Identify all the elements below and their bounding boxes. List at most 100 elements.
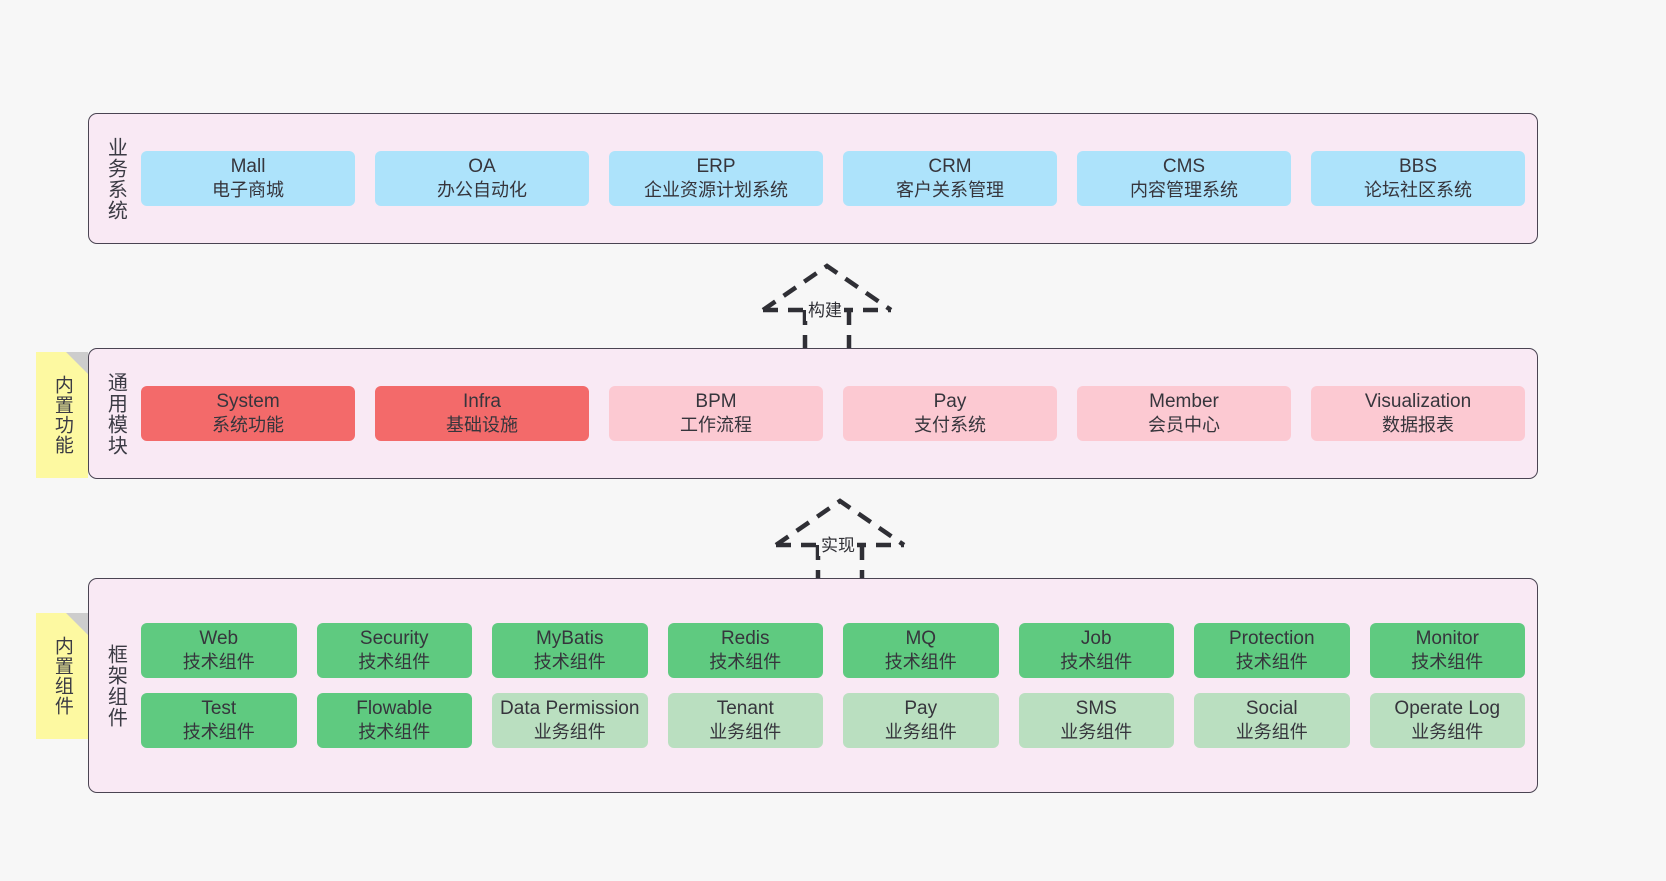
card-subtitle: 业务组件: [709, 721, 782, 742]
layer-title-framework-components: 框架组件: [104, 643, 127, 728]
card-title: System: [216, 391, 280, 413]
card-subtitle: 工作流程: [680, 415, 752, 436]
card-title: Monitor: [1415, 628, 1479, 650]
card-tenant[interactable]: Tenant 业务组件: [667, 693, 823, 748]
layer-body-framework-components: Web 技术组件 Security 技术组件 MyBatis 技术组件 Redi…: [141, 579, 1537, 792]
card-test[interactable]: Test 技术组件: [141, 693, 297, 748]
card-title: Mall: [230, 156, 266, 178]
card-social[interactable]: Social 业务组件: [1194, 693, 1350, 748]
card-subtitle: 内容管理系统: [1130, 180, 1238, 201]
card-title: Infra: [462, 391, 502, 413]
card-subtitle: 系统功能: [212, 415, 284, 436]
card-sms[interactable]: SMS 业务组件: [1018, 693, 1174, 748]
card-oa[interactable]: OA 办公自动化: [375, 151, 589, 206]
card-subtitle: 技术组件: [182, 652, 255, 673]
card-title: Web: [199, 628, 239, 650]
card-title: Tenant: [716, 698, 774, 719]
card-title: Flowable: [356, 698, 433, 719]
card-subtitle: 技术组件: [1235, 652, 1308, 673]
card-cms[interactable]: CMS 内容管理系统: [1077, 151, 1291, 206]
card-title: Test: [201, 698, 237, 719]
card-crm[interactable]: CRM 客户关系管理: [843, 151, 1057, 206]
card-title: Visualization: [1364, 391, 1472, 413]
card-subtitle: 技术组件: [709, 652, 782, 673]
card-bpm[interactable]: BPM 工作流程: [609, 386, 823, 441]
card-flowable[interactable]: Flowable 技术组件: [316, 693, 472, 748]
card-subtitle: 技术组件: [358, 721, 431, 742]
card-mybatis[interactable]: MyBatis 技术组件: [492, 623, 648, 678]
card-bbs[interactable]: BBS 论坛社区系统: [1311, 151, 1525, 206]
card-subtitle: 数据报表: [1382, 415, 1454, 436]
card-subtitle: 支付系统: [914, 415, 986, 436]
sticky-note-builtin-components: 内置组件: [36, 613, 88, 739]
card-row: Test 技术组件 Flowable 技术组件 Data Permission …: [141, 693, 1525, 748]
card-visualization[interactable]: Visualization 数据报表: [1311, 386, 1525, 441]
card-operate-log[interactable]: Operate Log 业务组件: [1369, 693, 1525, 748]
card-title: Pay: [933, 391, 967, 413]
relation-arrow-build: 构建: [755, 258, 905, 348]
card-mq[interactable]: MQ 技术组件: [843, 623, 999, 678]
card-subtitle: 业务组件: [1235, 721, 1308, 742]
card-redis[interactable]: Redis 技术组件: [667, 623, 823, 678]
card-subtitle: 企业资源计划系统: [644, 180, 788, 201]
card-subtitle: 论坛社区系统: [1364, 180, 1472, 201]
card-job[interactable]: Job 技术组件: [1018, 623, 1174, 678]
card-title: OA: [468, 156, 496, 178]
card-pay-business[interactable]: Pay 业务组件: [843, 693, 999, 748]
card-title: Redis: [720, 628, 770, 650]
layer-body-common-modules: System 系统功能 Infra 基础设施 BPM 工作流程 Pay 支付系统…: [141, 349, 1537, 478]
card-subtitle: 技术组件: [1411, 652, 1484, 673]
card-title: BPM: [695, 391, 737, 413]
card-title: Security: [359, 628, 429, 650]
card-title: CRM: [928, 156, 972, 178]
card-subtitle: 业务组件: [884, 721, 957, 742]
card-title: Operate Log: [1394, 698, 1501, 719]
card-security[interactable]: Security 技术组件: [316, 623, 472, 678]
card-pay[interactable]: Pay 支付系统: [843, 386, 1057, 441]
card-subtitle: 基础设施: [446, 415, 518, 436]
sticky-note-text: 内置功能: [51, 375, 73, 455]
card-title: MQ: [905, 628, 937, 650]
card-subtitle: 业务组件: [1411, 721, 1484, 742]
card-subtitle: 技术组件: [358, 652, 431, 673]
card-subtitle: 办公自动化: [437, 180, 527, 201]
card-title: CMS: [1162, 156, 1206, 178]
card-member[interactable]: Member 会员中心: [1077, 386, 1291, 441]
card-protection[interactable]: Protection 技术组件: [1194, 623, 1350, 678]
layer-framework-components: 框架组件 Web 技术组件 Security 技术组件 MyBatis 技术组件…: [88, 578, 1538, 793]
arrow-label-implement: 实现: [819, 531, 857, 556]
card-subtitle: 业务组件: [1060, 721, 1133, 742]
layer-title-business-systems: 业务系统: [104, 136, 127, 221]
card-title: Job: [1080, 628, 1112, 650]
layer-title-common-modules: 通用模块: [104, 371, 127, 456]
relation-arrow-implement: 实现: [768, 493, 918, 583]
card-data-permission[interactable]: Data Permission 业务组件: [492, 693, 648, 748]
card-infra[interactable]: Infra 基础设施: [375, 386, 589, 441]
card-title: MyBatis: [535, 628, 604, 650]
card-subtitle: 技术组件: [182, 721, 255, 742]
card-row: Web 技术组件 Security 技术组件 MyBatis 技术组件 Redi…: [141, 623, 1525, 678]
card-row: Mall 电子商城 OA 办公自动化 ERP 企业资源计划系统 CRM 客户关系…: [141, 151, 1525, 206]
card-mall[interactable]: Mall 电子商城: [141, 151, 355, 206]
card-subtitle: 业务组件: [533, 721, 606, 742]
sticky-note-builtin-features: 内置功能: [36, 352, 88, 478]
card-title: BBS: [1398, 156, 1438, 178]
card-title: Data Permission: [500, 698, 640, 719]
card-row: System 系统功能 Infra 基础设施 BPM 工作流程 Pay 支付系统…: [141, 386, 1525, 441]
card-system[interactable]: System 系统功能: [141, 386, 355, 441]
card-subtitle: 电子商城: [212, 180, 284, 201]
card-subtitle: 技术组件: [1060, 652, 1133, 673]
card-erp[interactable]: ERP 企业资源计划系统: [609, 151, 823, 206]
layer-business-systems: 业务系统 Mall 电子商城 OA 办公自动化 ERP 企业资源计划系统 CRM…: [88, 113, 1538, 244]
card-subtitle: 技术组件: [533, 652, 606, 673]
card-title: SMS: [1075, 698, 1117, 719]
card-title: Member: [1149, 391, 1219, 413]
card-web[interactable]: Web 技术组件: [141, 623, 297, 678]
card-title: ERP: [696, 156, 736, 178]
layer-common-modules: 通用模块 System 系统功能 Infra 基础设施 BPM 工作流程 Pay…: [88, 348, 1538, 479]
page-fold-icon: [66, 352, 88, 374]
layer-body-business-systems: Mall 电子商城 OA 办公自动化 ERP 企业资源计划系统 CRM 客户关系…: [141, 114, 1537, 243]
card-subtitle: 客户关系管理: [896, 180, 1004, 201]
card-monitor[interactable]: Monitor 技术组件: [1369, 623, 1525, 678]
